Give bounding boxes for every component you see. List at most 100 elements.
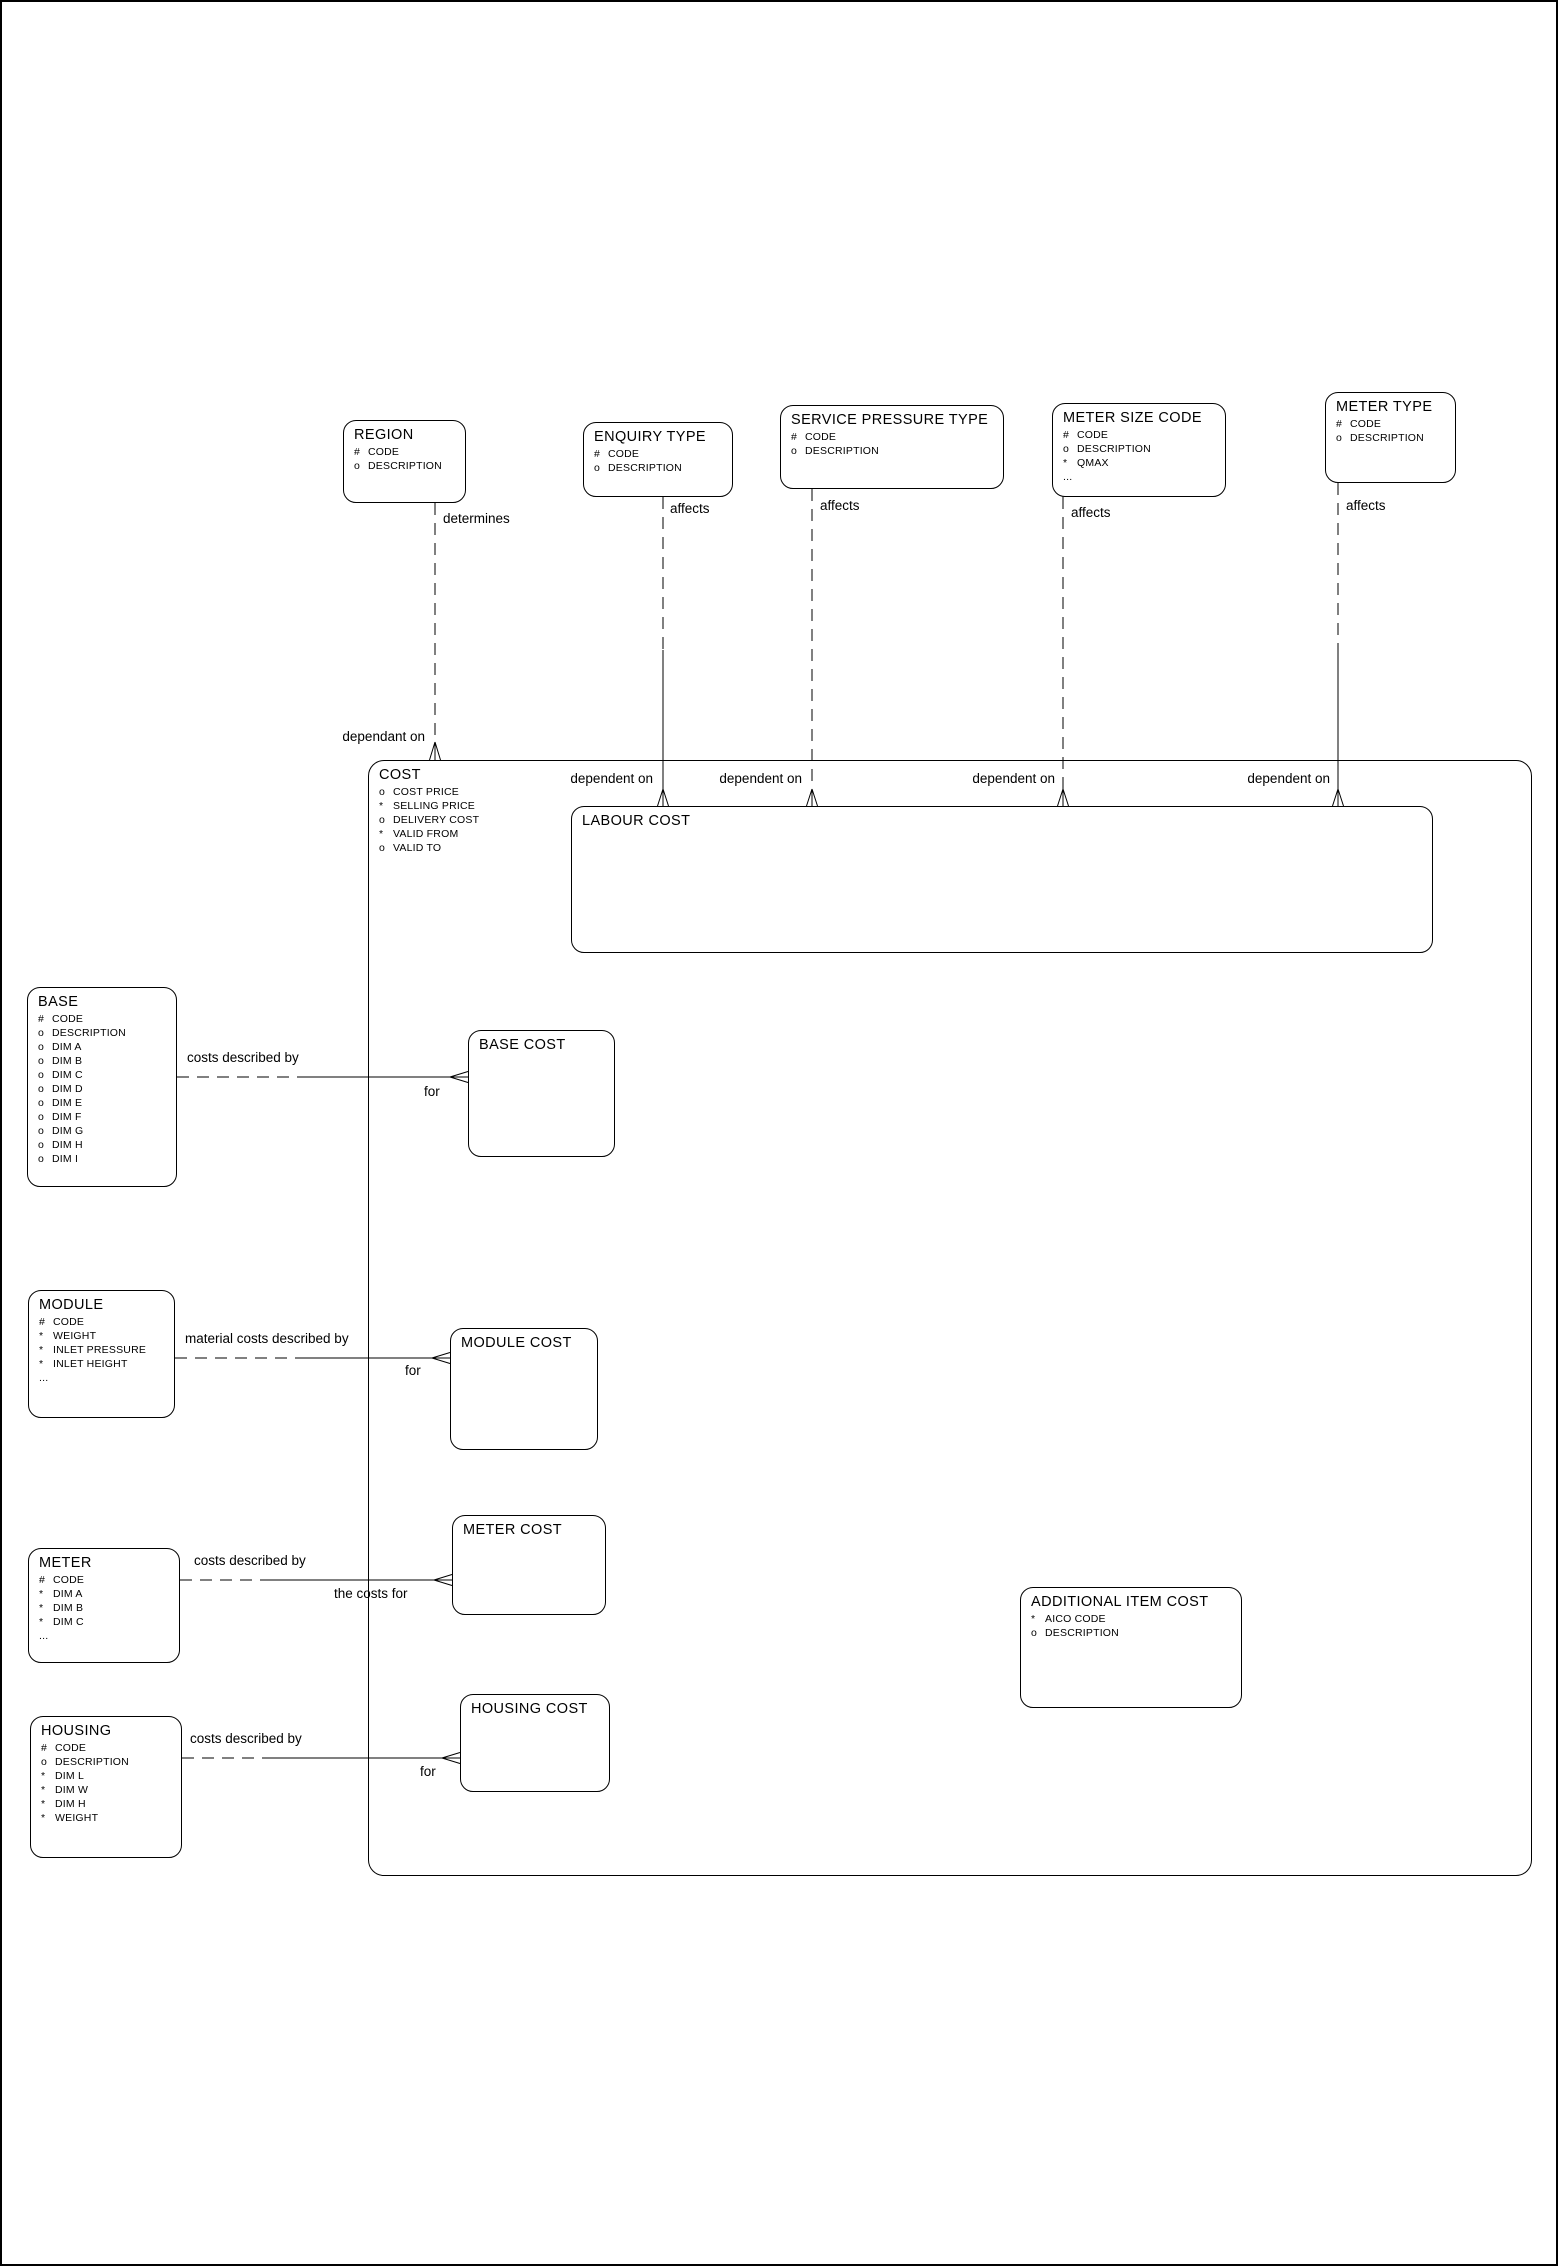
entity-title: METER TYPE xyxy=(1336,399,1433,415)
attribute: #CODE xyxy=(38,1013,84,1025)
attribute: *DIM B xyxy=(39,1602,84,1614)
rel-label-module-for: for xyxy=(405,1363,421,1378)
rel-label-affects-enquiry: affects xyxy=(670,501,710,516)
entity-title: ENQUIRY TYPE xyxy=(594,429,706,445)
entity-title: ADDITIONAL ITEM COST xyxy=(1031,1594,1209,1610)
entity-labour-cost[interactable]: LABOUR COST xyxy=(571,806,1433,953)
attribute: *WEIGHT xyxy=(39,1330,97,1342)
entity-title: MODULE xyxy=(39,1297,104,1313)
attribute: #CODE xyxy=(39,1574,85,1586)
rel-label-dependent-on-1: dependent on xyxy=(570,771,653,786)
entity-title: HOUSING COST xyxy=(471,1701,588,1717)
entity-title: METER COST xyxy=(463,1522,563,1538)
attribute: #CODE xyxy=(594,448,640,460)
entity-title: METER xyxy=(39,1555,92,1571)
attribute: *DIM A xyxy=(39,1588,83,1600)
attribute: *VALID FROM xyxy=(379,828,459,840)
entity-meter[interactable]: METER #CODE *DIM A *DIM B *DIM C... xyxy=(28,1548,180,1663)
attribute: *WEIGHT xyxy=(41,1812,99,1824)
attribute: *AICO CODE xyxy=(1031,1613,1106,1625)
rel-label-affects-meter-size: affects xyxy=(1071,505,1111,520)
entity-housing-cost[interactable]: HOUSING COST xyxy=(460,1694,610,1792)
rel-label-affects-meter-type: affects xyxy=(1346,498,1386,513)
rel-label-dependant-on: dependant on xyxy=(342,729,425,744)
rel-label-determines: determines xyxy=(443,511,510,526)
rel-label-dependent-on-4: dependent on xyxy=(1247,771,1330,786)
attribute: *INLET HEIGHT xyxy=(39,1358,128,1370)
attribute: *DIM L xyxy=(41,1770,85,1782)
rel-label-meter-costs-described-by: costs described by xyxy=(194,1553,306,1568)
entity-title: BASE xyxy=(38,994,79,1010)
attribute: #CODE xyxy=(39,1316,85,1328)
attribute: *INLET PRESSURE xyxy=(39,1344,147,1356)
rel-label-meter-the-costs-for: the costs for xyxy=(334,1586,408,1601)
entity-module[interactable]: MODULE #CODE *WEIGHT *INLET PRESSURE *INLET… xyxy=(28,1290,175,1418)
attribute: #CODE xyxy=(354,446,400,458)
entity-title: SERVICE PRESSURE TYPE xyxy=(791,412,989,428)
attribute-list: #CODE *DIM A *DIM B *DIM C... xyxy=(39,1573,173,1643)
relationship-meter-type-labour-cost[interactable] xyxy=(1332,483,1344,807)
entity-base-cost[interactable]: BASE COST xyxy=(468,1030,615,1157)
entity-title: LABOUR COST xyxy=(582,813,691,829)
attribute: #CODE xyxy=(1063,429,1109,441)
attribute: #CODE xyxy=(41,1742,87,1754)
rel-label-dependent-on-3: dependent on xyxy=(972,771,1055,786)
attribute: *SELLING PRICE xyxy=(379,800,475,812)
rel-label-dependent-on-2: dependent on xyxy=(719,771,802,786)
attribute: ... xyxy=(39,1630,49,1642)
entity-title: METER SIZE CODE xyxy=(1063,410,1202,426)
attribute: ... xyxy=(39,1372,49,1384)
rel-label-module-material-costs: material costs described by xyxy=(185,1331,349,1346)
attribute: *DIM C xyxy=(39,1616,84,1628)
attribute: *QMAX xyxy=(1063,457,1109,469)
rel-label-base-for: for xyxy=(424,1084,440,1099)
attribute: #CODE xyxy=(1336,418,1382,430)
attribute: *DIM H xyxy=(41,1798,86,1810)
entity-title: MODULE COST xyxy=(461,1335,572,1351)
rel-label-housing-costs-described-by: costs described by xyxy=(190,1731,302,1746)
rel-label-housing-for: for xyxy=(420,1764,436,1779)
relationship-service-pressure-labour-cost[interactable] xyxy=(806,489,818,807)
entity-module-cost[interactable]: MODULE COST xyxy=(450,1328,598,1450)
attribute: ... xyxy=(1063,471,1073,483)
entity-meter-cost[interactable]: METER COST xyxy=(452,1515,606,1615)
entity-title: COST xyxy=(379,767,421,783)
attribute-list: #CODE *WEIGHT *INLET PRESSURE *INLET HEIGHT… xyxy=(39,1315,168,1385)
entity-title: BASE COST xyxy=(479,1037,566,1053)
relationship-region-cost[interactable] xyxy=(429,503,441,761)
rel-label-affects-service: affects xyxy=(820,498,860,513)
